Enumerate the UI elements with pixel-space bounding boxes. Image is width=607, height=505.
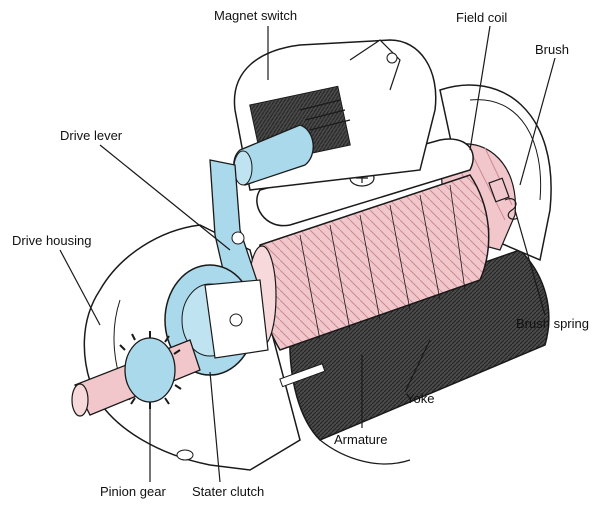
- leader-brush: [519, 57, 556, 186]
- label-yoke: Yoke: [406, 391, 435, 406]
- leader-brush-spring: [514, 209, 546, 316]
- label-armature: Armature: [334, 432, 388, 447]
- leader-stater-clutch: [209, 371, 221, 483]
- plunger: [233, 124, 314, 186]
- label-brush: Brush: [535, 42, 569, 57]
- label-drive-lever: Drive lever: [60, 128, 123, 143]
- label-magnet-switch: Magnet switch: [214, 8, 298, 23]
- brush: [488, 177, 510, 203]
- label-pinion-gear: Pinion gear: [100, 484, 166, 499]
- leader-drive-housing: [59, 249, 101, 326]
- leader-lines: [59, 25, 556, 483]
- brush-spring: [504, 198, 519, 220]
- leader-field-coil: [469, 25, 491, 151]
- label-stater-clutch: Stater clutch: [192, 484, 265, 499]
- label-brush-spring: Brush spring: [516, 316, 589, 331]
- label-field-coil: Field coil: [456, 10, 508, 25]
- label-drive-housing: Drive housing: [12, 233, 92, 248]
- leader-yoke: [404, 339, 431, 393]
- leader-drive-lever: [99, 144, 231, 251]
- scale-plate: [279, 363, 326, 388]
